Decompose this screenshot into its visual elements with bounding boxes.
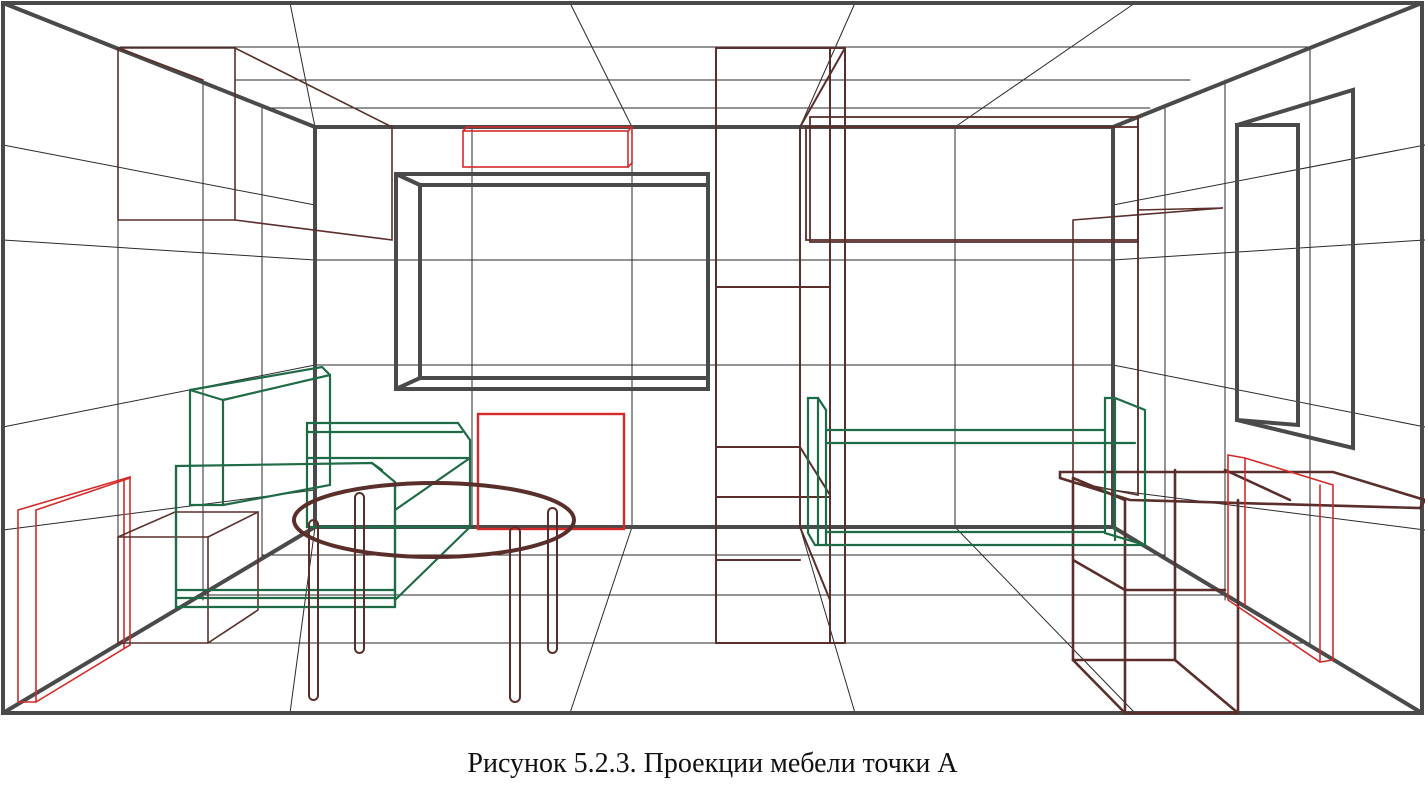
right-tall-cabinet <box>1072 207 1224 496</box>
left-wall-cabinet <box>117 47 393 241</box>
perspective-grid <box>2 2 1425 714</box>
table-legs <box>308 492 558 703</box>
right-upper-shelf <box>805 116 1139 243</box>
oval-table <box>292 481 576 703</box>
figure-caption: Рисунок 5.2.3. Проекции мебели точки А <box>467 748 958 779</box>
right-wall-window <box>1235 87 1355 451</box>
air-conditioner <box>462 126 633 168</box>
left-radiator <box>17 475 131 703</box>
room-perspective-drawing <box>1 1 1425 715</box>
back-wall-panel <box>476 412 626 531</box>
right-radiator <box>1227 454 1334 663</box>
green-bed <box>806 396 1147 547</box>
tall-center-cabinet <box>715 47 846 644</box>
table-top <box>292 481 576 559</box>
back-wall-window <box>394 172 710 391</box>
left-nightstand <box>117 511 259 644</box>
green-sofa <box>174 365 472 609</box>
room-frame <box>1 1 1424 715</box>
